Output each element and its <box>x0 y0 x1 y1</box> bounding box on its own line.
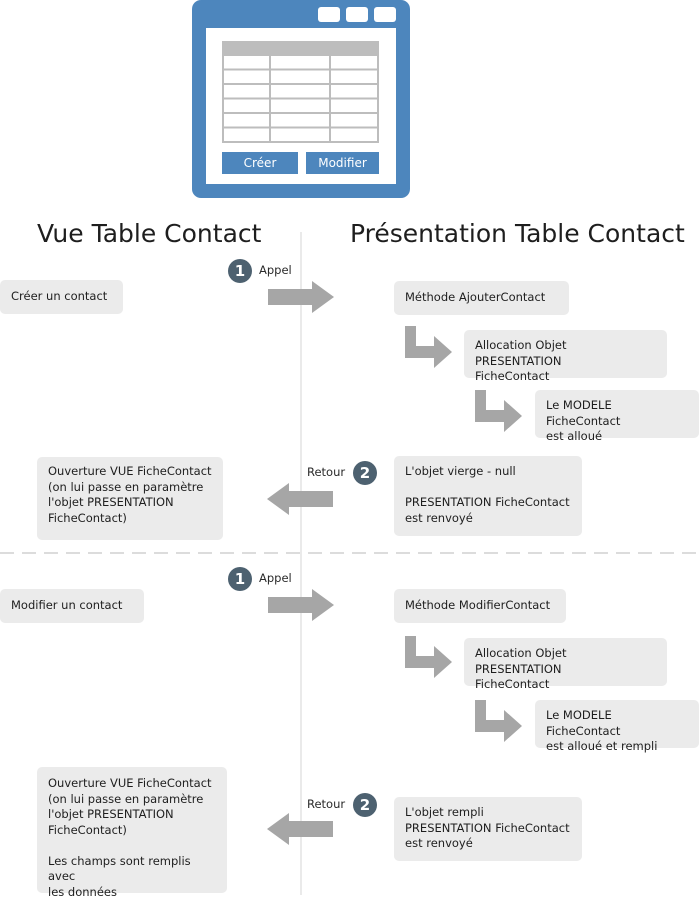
return-label: Retour <box>307 465 345 479</box>
method-modify-contact-text: Méthode ModifierContact <box>405 598 550 612</box>
create-contact-box: Créer un contact <box>0 280 123 314</box>
method-modify-contact-box: Méthode ModifierContact <box>394 589 566 623</box>
open-view-line: Ouverture VUE FicheContact <box>48 464 212 480</box>
step-badge-call: 1 <box>228 259 252 283</box>
modify-contact-box: Modifier un contact <box>0 589 144 623</box>
open-view-box: Ouverture VUE FicheContact (on lui passe… <box>37 767 227 893</box>
create-contact-text: Créer un contact <box>11 289 107 303</box>
create-button[interactable]: Créer <box>222 152 298 174</box>
return-arrow-left <box>267 483 333 515</box>
return-line: est renvoyé <box>405 836 571 852</box>
open-view-line-spacer <box>48 838 216 854</box>
return-line: PRESENTATION FicheContact <box>405 495 571 511</box>
bent-arrow <box>475 700 522 742</box>
method-add-contact-text: Méthode AjouterContact <box>405 290 545 304</box>
return-arrow-left <box>267 813 333 845</box>
call-label: Appel <box>259 571 292 585</box>
open-view-box: Ouverture VUE FicheContact (on lui passe… <box>37 457 223 540</box>
bent-arrow <box>475 390 522 432</box>
open-view-line: (on lui passe en paramètre <box>48 792 216 808</box>
open-view-line: les données <box>48 885 216 900</box>
model-line: Le MODELE FicheContact <box>546 708 688 739</box>
step-badge-call: 1 <box>228 567 252 591</box>
method-add-contact-box: Méthode AjouterContact <box>394 281 569 315</box>
return-line-spacer <box>405 480 571 496</box>
model-line: est alloué <box>546 429 688 445</box>
call-label: Appel <box>259 263 292 277</box>
allocation-line: FicheContact <box>475 677 656 693</box>
open-view-line: Les champs sont remplis avec <box>48 854 216 885</box>
return-line: PRESENTATION FicheContact <box>405 821 571 837</box>
bent-arrow <box>405 326 452 368</box>
model-allocated-filled-box: Le MODELE FicheContact est alloué et rem… <box>535 700 699 748</box>
step-badge-return: 2 <box>353 793 377 817</box>
modify-button[interactable]: Modifier <box>306 152 379 174</box>
allocation-box: Allocation Objet PRESENTATION FicheConta… <box>464 330 667 378</box>
open-view-line: Ouverture VUE FicheContact <box>48 776 216 792</box>
filled-object-returned-box: L'objet rempli PRESENTATION FicheContact… <box>394 797 582 861</box>
bent-arrow <box>405 636 452 678</box>
return-line: L'objet vierge - null <box>405 464 571 480</box>
window-illustration: Créer Modifier <box>192 0 410 198</box>
step-badge-return: 2 <box>353 461 377 485</box>
allocation-line: FicheContact <box>475 369 656 385</box>
heading-view-table-contact: Vue Table Contact <box>37 219 261 248</box>
modify-contact-text: Modifier un contact <box>11 598 122 612</box>
allocation-line: Allocation Objet PRESENTATION <box>475 646 656 677</box>
empty-object-returned-box: L'objet vierge - null PRESENTATION Fiche… <box>394 456 582 536</box>
call-arrow-right <box>268 281 334 313</box>
open-view-line: l'objet PRESENTATION <box>48 495 212 511</box>
allocation-line: Allocation Objet PRESENTATION <box>475 338 656 369</box>
model-line: Le MODELE FicheContact <box>546 398 688 429</box>
open-view-line: FicheContact) <box>48 823 216 839</box>
model-line: est alloué et rempli <box>546 739 688 755</box>
open-view-line: FicheContact) <box>48 511 212 527</box>
return-line: L'objet rempli <box>405 805 571 821</box>
return-label: Retour <box>307 797 345 811</box>
return-line: est renvoyé <box>405 511 571 527</box>
open-view-line: l'objet PRESENTATION <box>48 807 216 823</box>
model-allocated-box: Le MODELE FicheContact est alloué <box>535 390 699 438</box>
open-view-line: (on lui passe en paramètre <box>48 480 212 496</box>
call-arrow-right <box>268 589 334 621</box>
heading-presentation-table-contact: Présentation Table Contact <box>350 219 685 248</box>
allocation-box: Allocation Objet PRESENTATION FicheConta… <box>464 638 667 686</box>
